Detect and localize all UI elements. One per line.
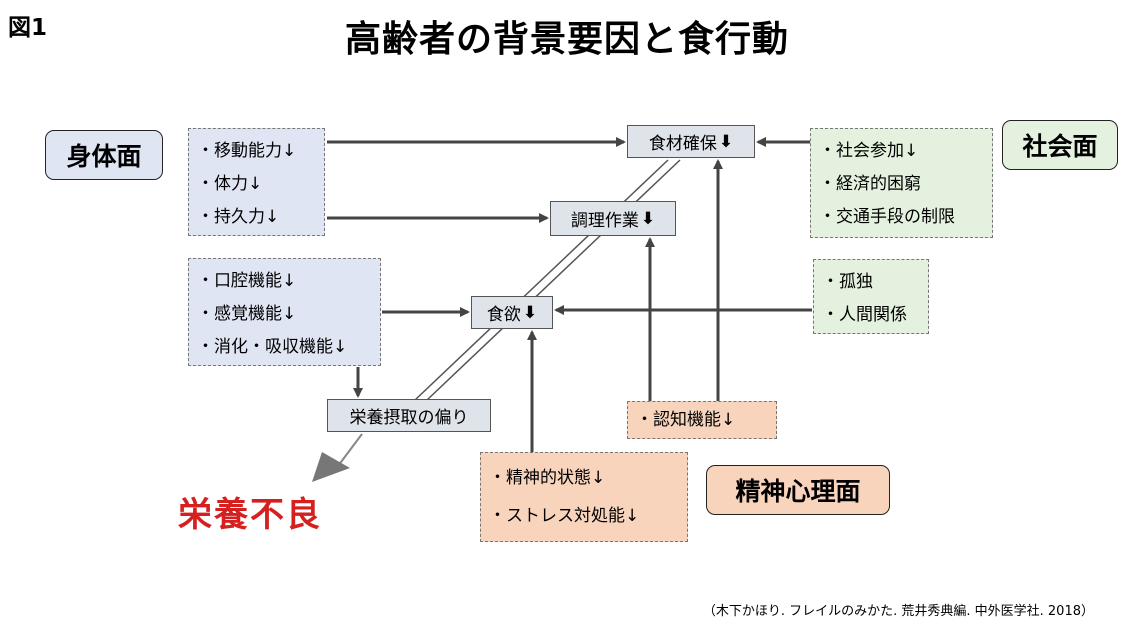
arrow-bias-malnut (337, 433, 363, 467)
social-factors-box-2: ・孤独 ・人間関係 (813, 259, 929, 334)
factor-item: ・精神的状態↓ (489, 468, 606, 488)
factor-item: ・体力↓ (197, 174, 263, 194)
node-intake-bias: 栄養摂取の偏り (327, 399, 491, 432)
factor-item: ・経済的困窮 (819, 174, 921, 194)
node-label: 調理作業 (570, 211, 639, 231)
double-line-outer (414, 159, 669, 401)
factor-item: ・感覚機能↓ (197, 304, 297, 324)
factor-item: ・人間関係 (822, 305, 907, 325)
outcome-malnutrition: 栄養不良 (178, 495, 322, 535)
down-arrow-icon: ⬇ (718, 131, 734, 152)
factor-item: ・孤独 (822, 272, 873, 292)
factor-item: ・ストレス対処能↓ (489, 506, 640, 526)
factor-item: ・消化・吸収機能↓ (197, 337, 348, 357)
node-food-securing: 食材確保⬇ (627, 125, 755, 158)
physical-factors-box-1: ・移動能力↓ ・体力↓ ・持久力↓ (188, 128, 325, 236)
down-arrow-icon: ⬇ (640, 208, 656, 229)
category-physical: 身体面 (45, 130, 163, 180)
down-arrow-icon: ⬇ (522, 302, 538, 323)
double-line-inner (426, 159, 681, 401)
factor-item: ・移動能力↓ (197, 141, 297, 161)
social-factors-box-1: ・社会参加↓ ・経済的困窮 ・交通手段の制限 (810, 128, 993, 238)
category-social: 社会面 (1002, 120, 1118, 170)
cognitive-factor-box: ・認知機能↓ (627, 401, 777, 439)
physical-factors-box-2: ・口腔機能↓ ・感覚機能↓ ・消化・吸収機能↓ (188, 258, 381, 366)
factor-item: ・持久力↓ (197, 207, 280, 227)
node-cooking: 調理作業⬇ (550, 201, 676, 236)
psych-factors-box: ・精神的状態↓ ・ストレス対処能↓ (480, 452, 688, 542)
factor-item: ・認知機能↓ (636, 410, 736, 430)
node-label: 食材確保 (648, 134, 717, 154)
factor-item: ・社会参加↓ (819, 141, 919, 161)
category-psychological: 精神心理面 (706, 465, 890, 515)
citation: （木下かほり. フレイルのみかた. 荒井秀典編. 中外医学社. 2018） (702, 604, 1094, 619)
factor-item: ・口腔機能↓ (197, 271, 297, 291)
malnut-arrowhead (312, 452, 350, 482)
node-appetite: 食欲⬇ (471, 296, 553, 329)
page-title: 高齢者の背景要因と食行動 (344, 19, 789, 60)
factor-item: ・交通手段の制限 (819, 207, 955, 227)
node-label: 食欲 (486, 305, 521, 325)
node-label: 栄養摂取の偏り (349, 408, 469, 428)
figure-label: 図1 (8, 15, 48, 41)
